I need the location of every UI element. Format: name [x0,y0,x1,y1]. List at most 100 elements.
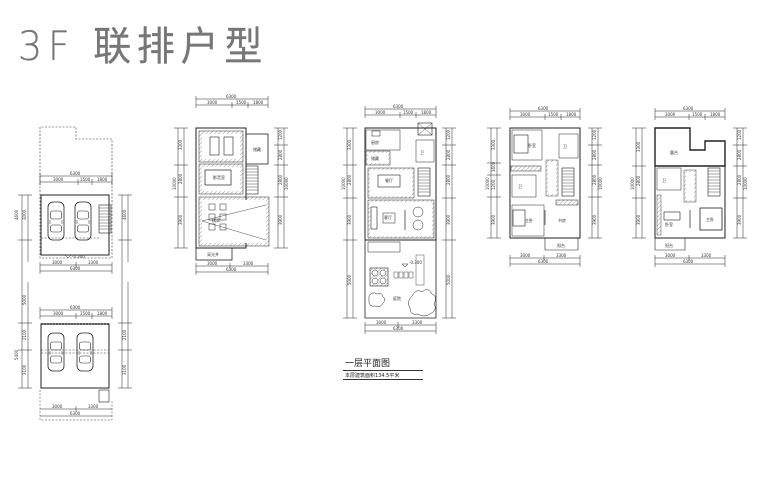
svg-text:3000: 3000 [207,261,218,266]
svg-text:3900: 3900 [278,214,283,225]
svg-text:3300: 3300 [178,139,183,150]
svg-text:1200: 1200 [491,179,496,190]
svg-text:3000: 3000 [52,260,63,265]
caption-underline-2 [343,379,423,380]
svg-text:6300: 6300 [683,259,694,264]
svg-text:3300: 3300 [491,139,496,150]
svg-text:1200: 1200 [278,129,283,140]
svg-text:2800: 2800 [278,149,283,160]
first-floor-area-note: 本层建筑面积134.5平米 [345,373,400,379]
second-floor-plan: 6300 3000 1500 1800 卧室 卫 卫 主卧 书房 阳台 3000… [485,106,603,267]
svg-text:1800: 1800 [710,112,721,117]
svg-text:1500: 1500 [80,177,91,182]
svg-text:阳台: 阳台 [665,242,673,248]
svg-text:卫: 卫 [563,144,567,149]
svg-text:主卧: 主卧 [706,216,714,222]
svg-text:储藏: 储藏 [371,155,379,161]
svg-text:6300: 6300 [393,326,404,331]
svg-text:2800: 2800 [737,174,742,185]
svg-text:3900: 3900 [737,214,742,225]
svg-text:5400: 5400 [14,349,19,360]
svg-text:卫: 卫 [518,184,522,189]
svg-text:1500: 1500 [236,100,247,105]
svg-text:1600: 1600 [491,161,496,172]
svg-text:3000: 3000 [520,253,531,258]
svg-text:2800: 2800 [446,149,451,160]
svg-text:3100: 3100 [22,364,27,375]
garage-plan-lower: 6300 3000 1500 1800 3000 3300 6300 5000 … [14,282,132,421]
basement-plan: 6300 3000 1500 1800 储藏 影音室 棋牌 采光井 3000 [172,94,289,275]
svg-text:卫: 卫 [662,178,666,183]
svg-text:6300: 6300 [538,259,549,264]
svg-text:4600: 4600 [14,209,19,220]
svg-text:1800: 1800 [97,177,108,182]
svg-text:2800: 2800 [446,174,451,185]
svg-text:3300: 3300 [701,253,712,258]
svg-text:3900: 3900 [636,214,641,225]
svg-text:卧室: 卧室 [665,221,673,227]
caption-underline [343,370,423,371]
svg-text:2100: 2100 [22,329,27,340]
svg-text:储藏: 储藏 [253,146,261,152]
svg-text:1200: 1200 [592,129,597,140]
svg-text:棋牌: 棋牌 [212,217,220,223]
first-floor-plan: 6300 3000 1500 1800 厨房 储藏 卫 餐厅 客厅 [341,104,456,334]
svg-text:10000: 10000 [341,177,346,190]
svg-text:2800: 2800 [278,174,283,185]
svg-text:3000: 3000 [665,112,676,117]
svg-text:2800: 2800 [636,175,641,186]
svg-text:-0.300: -0.300 [72,254,85,259]
svg-text:6300: 6300 [683,106,694,111]
svg-text:3900: 3900 [491,214,496,225]
svg-text:1800: 1800 [97,311,108,316]
svg-text:卧室: 卧室 [528,142,536,148]
svg-text:1500: 1500 [692,112,703,117]
svg-text:6300: 6300 [226,267,237,272]
svg-text:1800: 1800 [253,100,264,105]
svg-text:3000: 3000 [207,100,218,105]
svg-text:庭院: 庭院 [393,295,401,301]
svg-text:3000: 3000 [376,320,387,325]
svg-text:卫: 卫 [420,150,424,155]
svg-text:3300: 3300 [556,253,567,258]
garage-plan-upper: 6300 3000 1500 1800 -0.300 3000 3300 630… [14,126,132,282]
svg-text:6300: 6300 [70,171,81,176]
svg-text:采光井: 采光井 [207,251,219,257]
svg-text:2800: 2800 [592,149,597,160]
first-floor-caption: 一层平面图 [345,359,391,369]
svg-text:1800: 1800 [566,112,577,117]
drawing-title: 3F 联排户型 [18,24,269,70]
svg-text:4600: 4600 [122,209,127,220]
svg-text:10000: 10000 [743,177,748,190]
svg-text:主卧: 主卧 [525,217,533,223]
svg-text:3000: 3000 [53,177,64,182]
svg-text:2100: 2100 [122,329,127,340]
svg-text:6300: 6300 [538,106,549,111]
svg-text:10000: 10000 [284,177,289,190]
svg-text:2800: 2800 [592,174,597,185]
svg-text:1200: 1200 [446,129,451,140]
svg-text:5000: 5000 [347,274,352,285]
svg-text:3300: 3300 [636,141,641,152]
svg-text:5000: 5000 [22,294,27,305]
svg-text:3300: 3300 [88,260,99,265]
svg-text:3900: 3900 [178,214,183,225]
svg-text:5000: 5000 [446,274,451,285]
svg-text:1200: 1200 [737,129,742,140]
third-floor-plan: 6300 3000 1500 1800 露台 卫 卧室 主卧 阳台 3000 3… [630,106,748,267]
svg-text:3300: 3300 [412,320,423,325]
svg-text:3100: 3100 [122,364,127,375]
svg-text:1500: 1500 [403,110,414,115]
svg-text:-0.300: -0.300 [409,260,422,265]
svg-text:3000: 3000 [520,112,531,117]
svg-text:6300: 6300 [393,104,404,109]
svg-text:3300: 3300 [88,404,99,409]
svg-text:10000: 10000 [172,177,177,190]
svg-text:3000: 3000 [53,311,64,316]
svg-text:3000: 3000 [665,253,676,258]
svg-text:10000: 10000 [630,177,635,190]
svg-text:3900: 3900 [592,214,597,225]
svg-text:3000: 3000 [52,404,63,409]
svg-text:3300: 3300 [347,139,352,150]
